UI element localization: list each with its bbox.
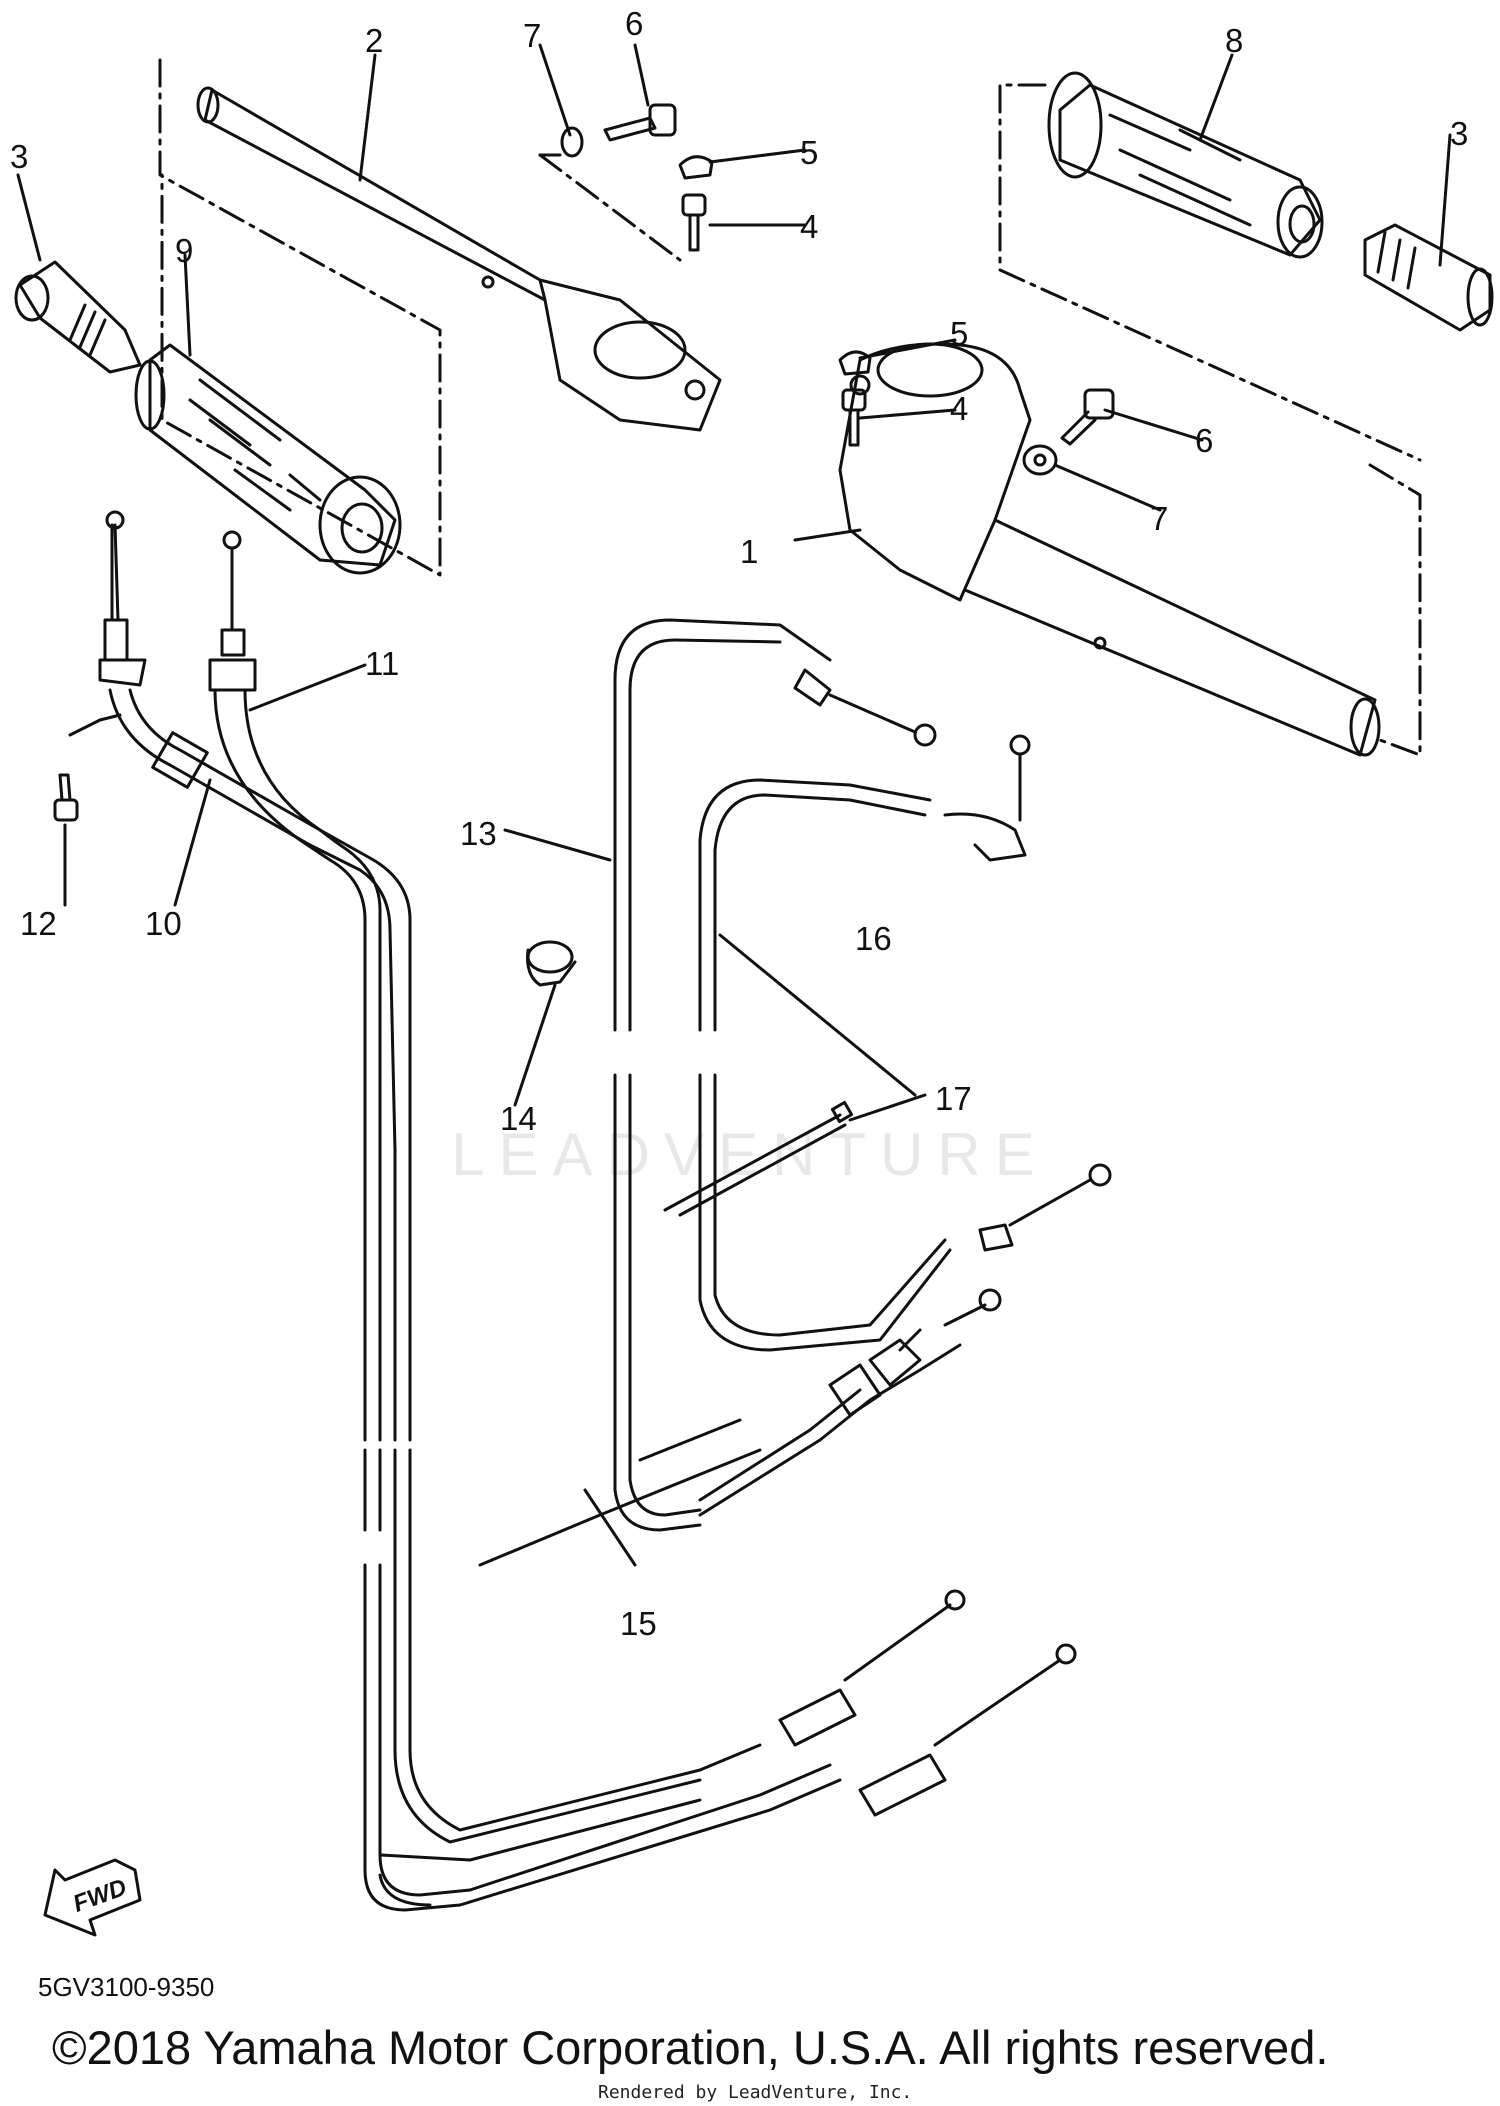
callout-13: 13 (460, 815, 497, 852)
copyright-notice: ©2018 Yamaha Motor Corporation, U.S.A. A… (52, 2021, 1329, 2074)
callout-11: 11 (365, 645, 399, 682)
callout-16: 16 (855, 920, 892, 957)
cable-16 (698, 734, 1112, 1352)
callout-5-left: 5 (800, 134, 818, 171)
callout-2: 2 (365, 22, 383, 59)
bolt-4-left (681, 193, 707, 252)
watermark: LEADVENTURE (451, 1121, 1049, 1188)
bolt-6-right (1060, 388, 1115, 446)
callout-5-right: 5 (950, 315, 968, 352)
callout-6-left: 6 (625, 5, 643, 42)
cable-end-fittings-bottom (778, 1589, 1077, 1817)
cap-5-left (678, 155, 714, 180)
callout-8: 8 (1225, 22, 1243, 59)
bolt-12 (53, 713, 122, 822)
right-handlebar (838, 342, 1381, 757)
callout-4-right: 4 (950, 390, 968, 427)
throttle-cable-11 (208, 530, 382, 1442)
callout-3-left: 3 (10, 138, 28, 175)
callout-3-right: 3 (1450, 115, 1468, 152)
reference-code: 5GV3100-9350 (38, 1972, 215, 2002)
bar-end-right (1363, 223, 1494, 332)
callout-10: 10 (145, 905, 182, 942)
callout-7-left: 7 (523, 17, 541, 54)
clamp-14 (526, 940, 577, 987)
rendered-by-note: Rendered by LeadVenture, Inc. (598, 2082, 913, 2103)
bolt-6-left (603, 103, 677, 142)
left-handlebar (196, 86, 722, 432)
cable-15 (478, 1288, 1002, 1567)
callout-7-right: 7 (1150, 500, 1168, 537)
callout-12: 12 (20, 905, 57, 942)
washer-7-left (560, 126, 584, 158)
callout-15: 15 (620, 1605, 657, 1642)
cap-5-right (838, 350, 872, 376)
callout-4-left: 4 (800, 208, 818, 245)
callout-1: 1 (740, 533, 758, 570)
callout-14: 14 (500, 1100, 537, 1137)
callout-9: 9 (175, 232, 193, 269)
washer-7-right (1022, 444, 1058, 476)
bolt-4-right (841, 388, 867, 447)
cable-17 (663, 1113, 847, 1217)
grip-left (134, 343, 402, 575)
grip-right (1047, 71, 1324, 259)
clutch-cable-13 (613, 618, 937, 1532)
fwd-arrow-icon (43, 1858, 142, 1937)
bar-end-left (14, 260, 142, 374)
callout-6-right: 6 (1195, 422, 1213, 459)
callout-17: 17 (935, 1080, 972, 1117)
